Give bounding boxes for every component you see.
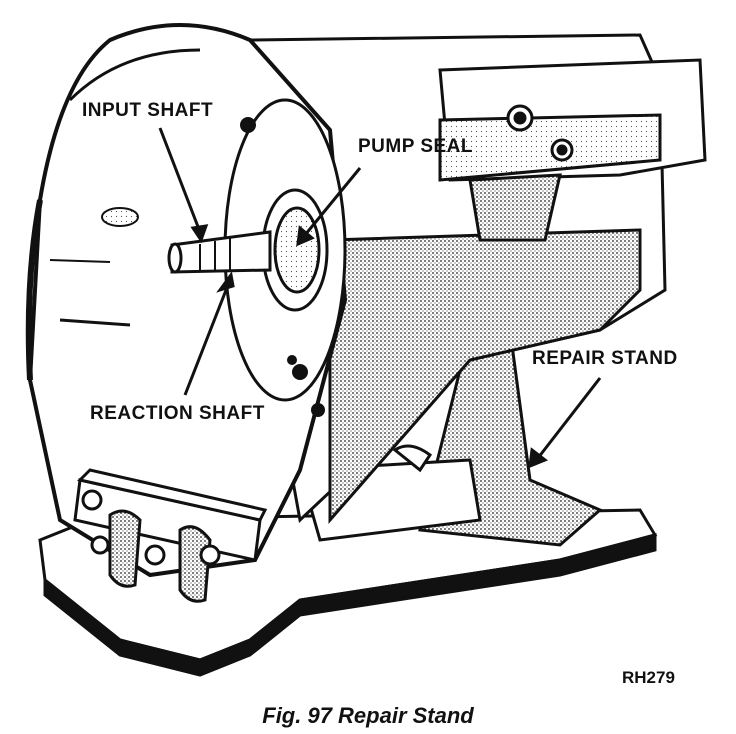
reaction-shaft-leader bbox=[183, 284, 230, 396]
repair-stand-arrowhead bbox=[528, 447, 549, 469]
callout-leaders bbox=[158, 127, 602, 469]
reaction-shaft-arrowhead bbox=[216, 271, 235, 293]
pump-seal-arrowhead bbox=[296, 225, 315, 247]
reaction-shaft-label: REACTION SHAFT bbox=[90, 403, 265, 424]
figure-code: RH279 bbox=[622, 668, 675, 687]
input-shaft bbox=[167, 230, 272, 274]
pump-seal-leader bbox=[303, 167, 362, 236]
figure-caption: Fig. 97 Repair Stand bbox=[262, 703, 474, 728]
input-shaft-label: INPUT SHAFT bbox=[82, 100, 214, 121]
repair-stand-leader bbox=[536, 377, 602, 459]
input-shaft-arrowhead bbox=[190, 224, 209, 244]
pump-seal-label: PUMP SEAL bbox=[358, 136, 474, 157]
repair-stand-label: REPAIR STAND bbox=[532, 348, 678, 369]
input-shaft-leader bbox=[158, 127, 202, 233]
mounting-bracket bbox=[73, 468, 268, 603]
